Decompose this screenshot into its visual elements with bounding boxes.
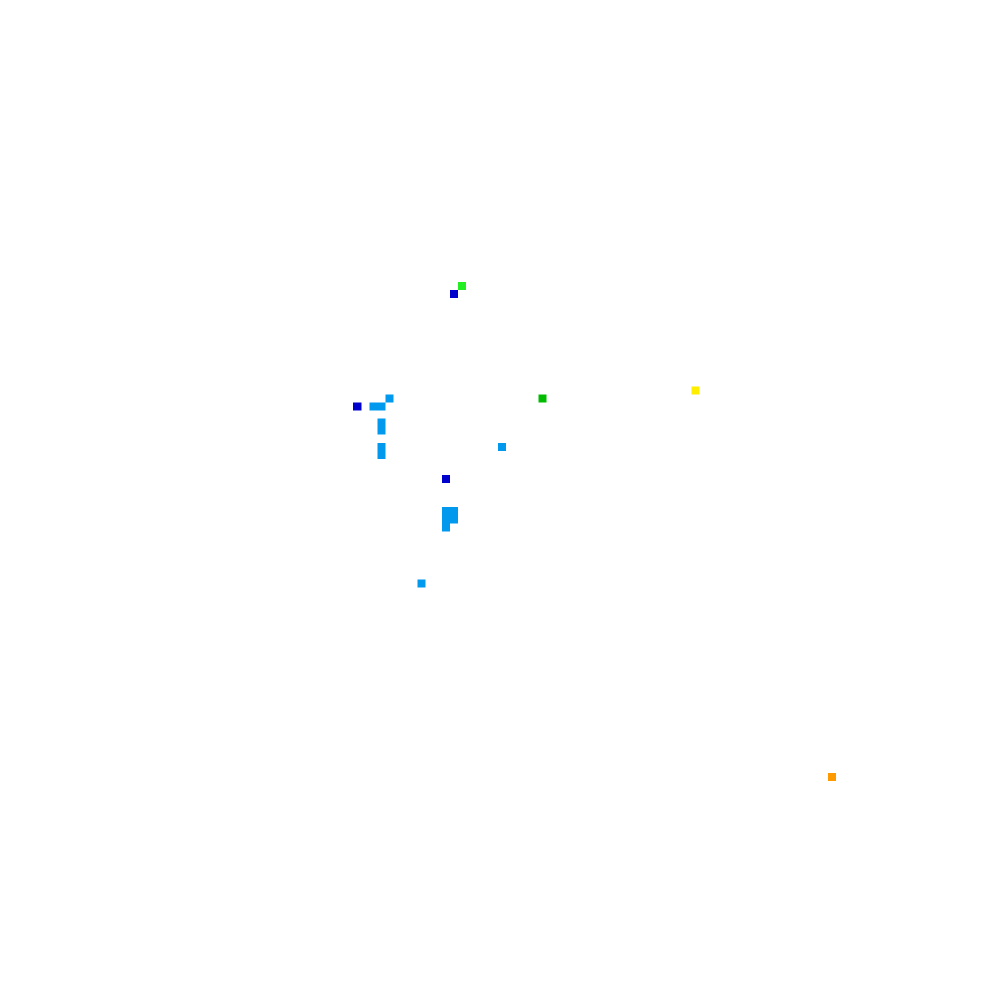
heatmap-cell xyxy=(369,402,378,411)
heatmap-cell xyxy=(377,442,386,451)
heatmap-cell xyxy=(385,394,394,403)
heatmap-cell xyxy=(441,523,450,532)
heatmap-cell xyxy=(449,507,458,516)
heatmap-cell xyxy=(377,450,386,459)
heatmap-cell xyxy=(441,507,450,516)
heatmap-cell xyxy=(377,418,386,427)
heatmap-cell xyxy=(449,289,458,298)
heatmap-cell xyxy=(377,402,386,411)
heatmap-cell xyxy=(498,442,507,451)
heatmap-cell xyxy=(457,281,466,290)
heatmap-cell xyxy=(538,394,547,403)
heatmap-cell xyxy=(377,426,386,435)
heatmap-cells xyxy=(353,281,837,781)
heatmap-cell xyxy=(417,579,426,588)
heatmap-cell xyxy=(691,386,700,395)
heatmap-cell xyxy=(353,402,362,411)
heatmap-cell xyxy=(828,772,837,781)
heatmap-cell xyxy=(441,515,450,524)
heatmap-cell xyxy=(449,515,458,524)
heatmap-cell xyxy=(441,474,450,483)
